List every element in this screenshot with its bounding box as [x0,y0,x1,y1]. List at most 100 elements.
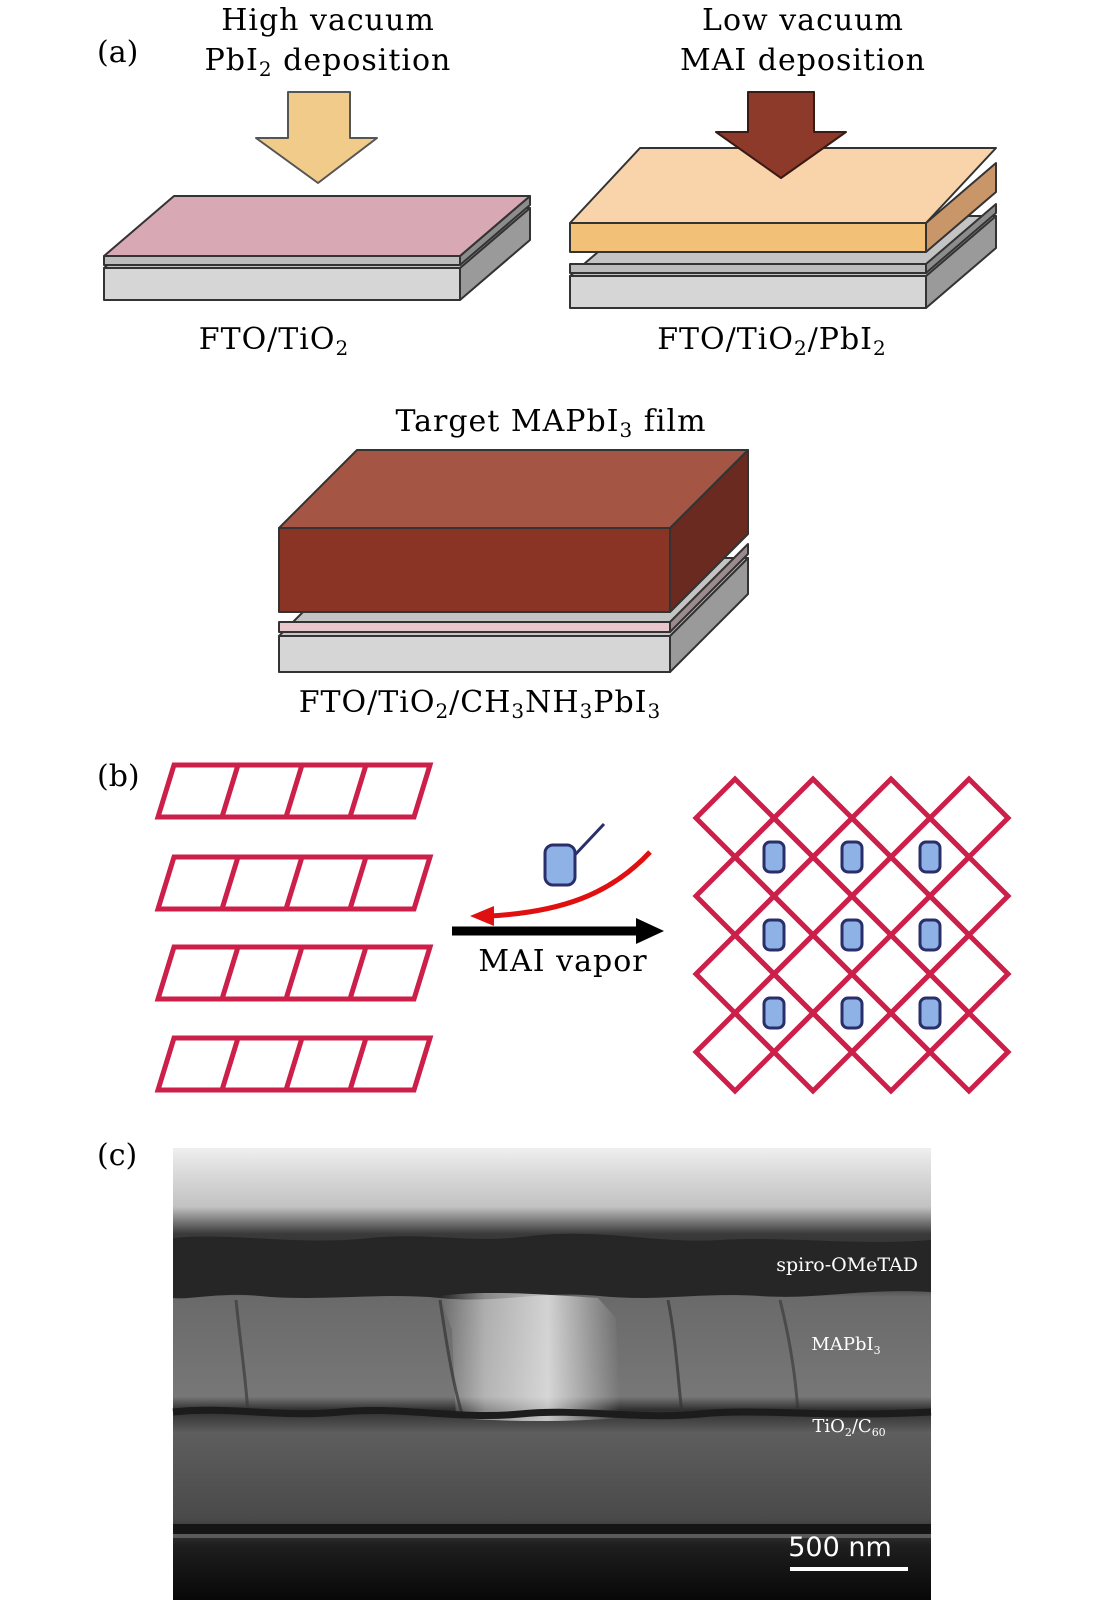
pbi2-cell-divider [219,946,241,1000]
octahedron-diamond [809,970,895,1056]
substrate3-caption: FTO/TiO2/CH3NH3PbI3 [299,685,662,723]
substrate-1 [103,195,531,301]
panel-a: (a) High vacuum PbI2 deposition Low vacu… [97,3,997,723]
ma-cation [762,918,786,952]
target-film-stack [278,449,749,673]
pbi2-cell-divider [219,1037,241,1091]
mai-deposition-arrow [715,91,847,179]
pbi2-cell-divider [283,764,305,818]
pbi2-cell-divider [283,946,305,1000]
octahedron-diamond [926,775,1012,861]
substrate2-tio2-front [569,263,927,274]
sem-spiro-band [173,1233,931,1300]
sem-label-mapbi3: MAPbI3 [811,1334,880,1357]
substrate1-caption: FTO/TiO2 [199,322,349,360]
octahedron-diamond [770,1009,856,1095]
panel-b-label: (b) [97,759,140,794]
octahedron-diamond [848,1009,934,1095]
substrate1-glass-front [103,267,461,301]
sem-bright-grain [440,1292,620,1421]
octahedron-diamond [692,1009,778,1095]
pbi2-cell-divider [347,946,369,1000]
substrate2-glass-front [569,275,927,309]
target-film-title: Target MAPbI3 film [395,404,706,442]
sem-grain-boundary-4 [778,1299,800,1415]
panel-c-label: (c) [97,1138,137,1173]
pbi2-cell-divider [283,1037,305,1091]
octahedron-diamond [770,775,856,861]
substrate1-top-face [103,195,531,257]
substrate1-tio2-front [103,255,461,266]
pbi2-layered-structure [154,762,434,1093]
substrate2-caption: FTO/TiO2/PbI2 [657,322,887,360]
octahedron-diamond [887,970,973,1056]
step2-title-line2: MAI deposition [680,43,926,78]
pbi2-cell-divider [283,856,305,910]
substrate2-pbi2-front [569,222,927,253]
sem-grain-boundary-2 [438,1299,464,1415]
sem-interface-line [172,1406,932,1420]
mai-vapor-arrow-head [636,918,664,944]
substrate-2 [569,147,997,309]
panel-a-label: (a) [97,35,138,70]
pbi2-layer-row [154,944,434,1002]
substrate2-pbi2-right [925,162,997,253]
octahedron-diamond [848,775,934,861]
target-glass-front [278,635,671,673]
mai-molecule-icon [543,843,577,887]
octahedron-diamond [692,931,778,1017]
octahedron-diamond [848,853,934,939]
step1-title-line2: PbI2 deposition [205,43,452,81]
octahedron-diamond [770,931,856,1017]
scale-bar [790,1567,908,1571]
target-tio2-front [278,621,671,633]
ma-cation [762,996,786,1030]
pbi2-layer-row [154,762,434,820]
octahedron-diamond [926,1009,1012,1095]
sem-grain-boundary-1 [234,1299,250,1415]
sem-label-spiro: spiro-OMeTAD [776,1254,918,1276]
step1-title-line1: High vacuum [221,3,435,38]
sem-label-tio2-c60: TiO2/C60 [812,1416,885,1439]
panel-b: (b) MAI vapor [97,759,1012,1095]
ma-cation [918,996,942,1030]
pbi2-layer-row [154,1035,434,1093]
panel-c: (c) spiro-OMeTAD MAPbI3 TiO2/C60 500 nm [97,1138,932,1600]
perovskite-lattice [692,775,1012,1095]
pbi2-cell-divider [219,856,241,910]
octahedron-diamond [731,970,817,1056]
target-perovskite-front [278,527,671,613]
octahedron-diamond [848,931,934,1017]
perovskite-cations [762,840,942,1030]
reaction-curved-arrow [489,850,652,919]
pbi2-cell-divider [347,856,369,910]
sem-fto-band [173,1524,931,1534]
octahedron-diamond [770,853,856,939]
ma-cation [840,840,864,874]
pbi2-deposition-arrow [255,91,378,184]
ma-cation [762,840,786,874]
ma-cation [840,996,864,1030]
substrate2-pbi2-top [569,147,997,224]
pbi2-cell-divider [347,764,369,818]
ma-cation [918,840,942,874]
target-tio2-right [669,543,749,633]
octahedron-diamond [926,931,1012,1017]
octahedron-diamond [926,853,1012,939]
pbi2-cell-divider [219,764,241,818]
reaction-curved-arrowhead [470,906,494,926]
octahedron-diamond [692,775,778,861]
sem-grain-boundary-3 [666,1299,684,1415]
pbi2-layer-row [154,854,434,912]
sem-fto-highlight [173,1534,931,1538]
ma-cation [918,918,942,952]
octahedron-diamond [692,853,778,939]
sem-cross-section-image: spiro-OMeTAD MAPbI3 TiO2/C60 500 nm [172,1148,932,1600]
pbi2-cell-divider [347,1037,369,1091]
substrate2-tio2-right [925,203,997,274]
mai-vapor-label: MAI vapor [478,944,647,979]
mai-molecule-bond [570,822,606,860]
target-perovskite-top [278,449,749,529]
scale-bar-label: 500 nm [788,1532,892,1563]
